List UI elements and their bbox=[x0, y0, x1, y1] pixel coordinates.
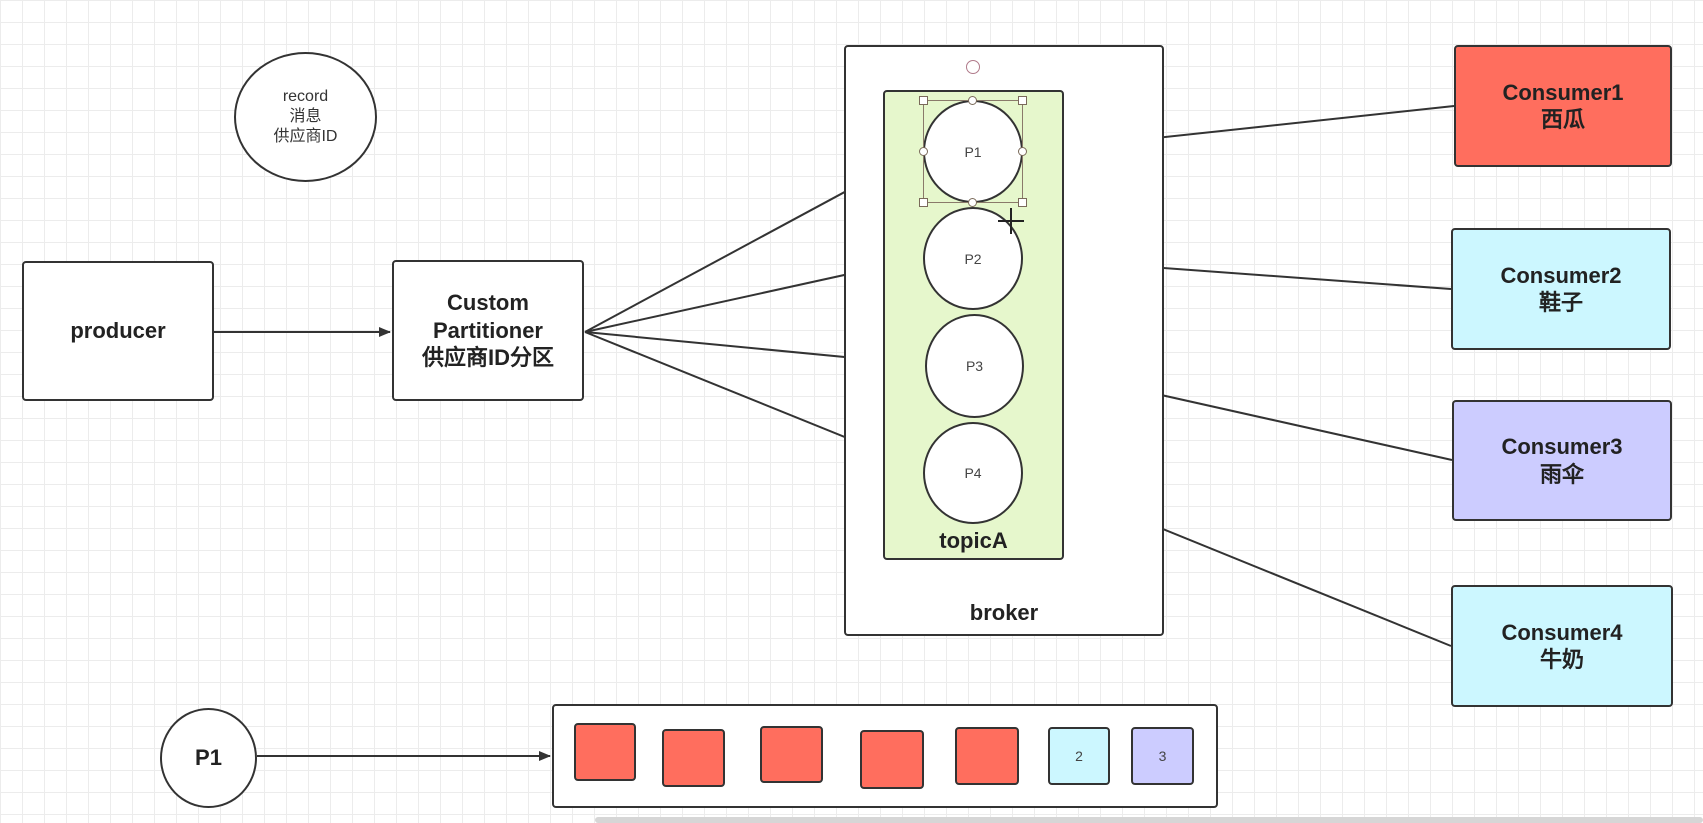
consumer4-label: Consumer4 牛奶 bbox=[1501, 619, 1623, 673]
queue-item-label: 3 bbox=[1158, 748, 1167, 764]
partition-p2-label: P2 bbox=[964, 250, 982, 267]
resize-handle-se[interactable] bbox=[1018, 198, 1027, 207]
queue-item[interactable] bbox=[955, 727, 1019, 785]
queue-item[interactable]: 2 bbox=[1048, 727, 1110, 785]
consumer1-node[interactable]: Consumer1 西瓜 bbox=[1454, 45, 1672, 167]
producer-label: producer bbox=[70, 318, 166, 343]
partition-p1-label: P1 bbox=[964, 143, 982, 160]
consumer2-label: Consumer2 鞋子 bbox=[1500, 262, 1622, 316]
consumer4-node[interactable]: Consumer4 牛奶 bbox=[1451, 585, 1673, 707]
custom-partitioner-node[interactable]: Custom Partitioner 供应商ID分区 bbox=[392, 260, 584, 401]
record-label: record 消息 供应商ID bbox=[273, 88, 338, 145]
partition-p3-label: P3 bbox=[965, 358, 984, 374]
partition-p4[interactable]: P4 bbox=[923, 422, 1023, 524]
resize-handle-nw[interactable] bbox=[919, 96, 928, 105]
partition-p4-label: P4 bbox=[964, 465, 982, 481]
horizontal-scrollbar[interactable] bbox=[595, 817, 1703, 823]
connect-handle-top[interactable] bbox=[968, 96, 977, 105]
connect-handle-right[interactable] bbox=[1018, 147, 1027, 156]
queue-item[interactable] bbox=[574, 723, 636, 781]
rotate-handle[interactable] bbox=[966, 60, 980, 74]
queue-item[interactable] bbox=[760, 726, 823, 783]
queue-item[interactable] bbox=[662, 729, 725, 787]
connect-handle-bottom[interactable] bbox=[968, 198, 977, 207]
selection-frame bbox=[923, 100, 1023, 203]
topic-label: topicA bbox=[939, 528, 1008, 553]
consumer2-node[interactable]: Consumer2 鞋子 bbox=[1451, 228, 1671, 350]
resize-handle-sw[interactable] bbox=[919, 198, 928, 207]
partition-p3[interactable]: P3 bbox=[925, 314, 1024, 418]
consumer3-node[interactable]: Consumer3 雨伞 bbox=[1452, 400, 1672, 521]
crosshair-cursor-icon bbox=[998, 208, 1024, 234]
record-node[interactable]: record 消息 供应商ID bbox=[234, 52, 377, 182]
connect-handle-left[interactable] bbox=[919, 147, 928, 156]
resize-handle-ne[interactable] bbox=[1018, 96, 1027, 105]
queue-item[interactable]: 3 bbox=[1131, 727, 1194, 785]
consumer1-label: Consumer1 西瓜 bbox=[1502, 79, 1624, 133]
partitioner-label: Custom Partitioner 供应商ID分区 bbox=[421, 290, 554, 371]
consumer3-label: Consumer3 雨伞 bbox=[1501, 434, 1623, 487]
p1-source-label: P1 bbox=[195, 745, 222, 770]
p1-source-node[interactable]: P1 bbox=[160, 708, 257, 808]
partition-p2[interactable]: P2 bbox=[923, 207, 1023, 310]
broker-label: broker bbox=[969, 600, 1039, 625]
producer-node[interactable]: producer bbox=[22, 261, 214, 401]
queue-item-label: 2 bbox=[1075, 748, 1083, 764]
queue-item[interactable] bbox=[860, 730, 924, 789]
